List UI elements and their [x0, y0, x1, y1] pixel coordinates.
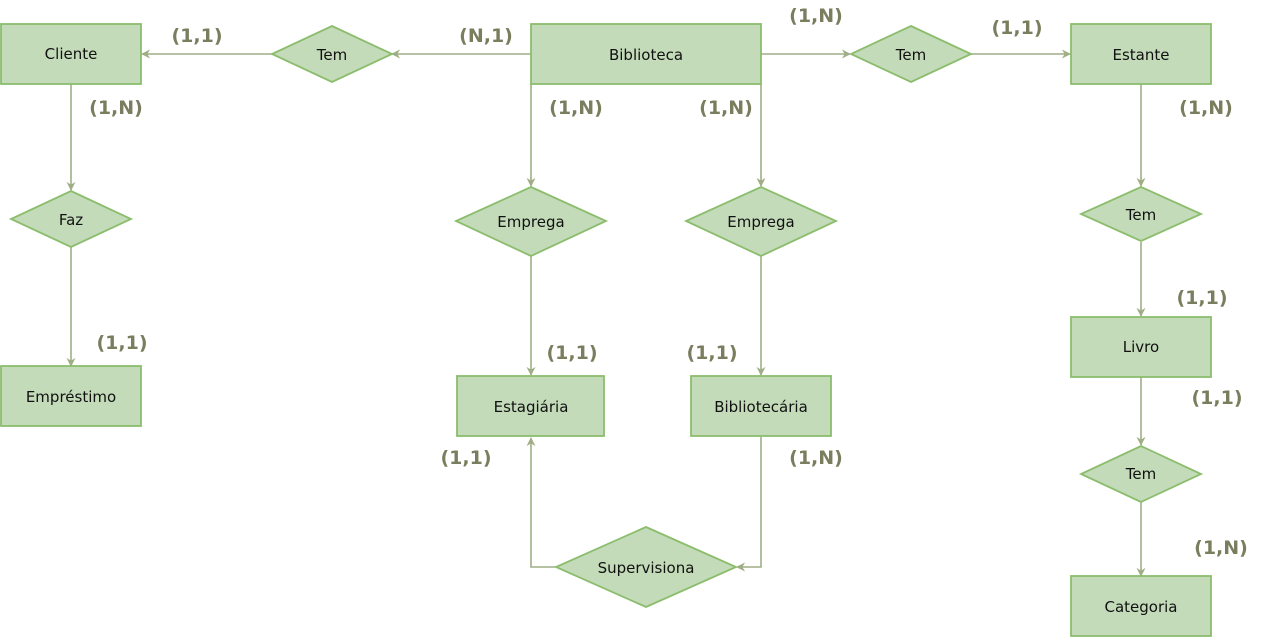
relationship-emprega-estagiaria[interactable] [453, 186, 609, 257]
relationship-labels: Tem Tem Faz Emprega Emprega Tem Tem Supe… [59, 46, 1156, 577]
entity-cliente-label: Cliente [45, 45, 98, 63]
relationship-supervisiona[interactable] [553, 526, 739, 608]
relationship-tem-livro-label: Tem [1125, 206, 1156, 224]
entity-bibliotecaria[interactable] [690, 375, 832, 437]
entity-estagiaria-label: Estagiária [494, 398, 569, 416]
cardinality-biblioteca-tem-estante: (1,N) [789, 5, 843, 27]
relationship-tem-categoria-label: Tem [1125, 465, 1156, 483]
relationship-tem-cliente-label: Tem [316, 46, 347, 64]
edges [66, 49, 1146, 577]
entity-livro[interactable] [1070, 316, 1212, 378]
relationship-tem-livro[interactable] [1078, 186, 1204, 242]
cardinality-tem-categoria: (1,N) [1194, 537, 1248, 559]
cardinality-supervisiona-bibliotecaria: (1,N) [789, 447, 843, 469]
cardinality-emprega-bibliotecaria: (1,1) [686, 342, 737, 364]
cardinality-livro-tem: (1,1) [1191, 387, 1242, 409]
entity-emprestimo[interactable] [0, 365, 142, 427]
relationship-tem-estante[interactable] [848, 25, 974, 83]
cardinality-tem-livro: (1,1) [1176, 287, 1227, 309]
entity-estante[interactable] [1070, 23, 1212, 85]
cardinality-supervisiona-estagiaria: (1,1) [440, 447, 491, 469]
entity-estagiaria[interactable] [456, 375, 605, 437]
relationship-faz[interactable] [8, 190, 134, 248]
entity-emprestimo-label: Empréstimo [26, 388, 116, 406]
relationship-tem-categoria[interactable] [1078, 445, 1204, 503]
relationship-tem-estante-label: Tem [895, 46, 926, 64]
relationship-supervisiona-label: Supervisiona [598, 559, 695, 577]
entity-biblioteca[interactable] [530, 23, 762, 85]
entity-categoria[interactable] [1070, 575, 1212, 637]
relationship-faz-label: Faz [59, 211, 83, 229]
cardinality-biblioteca-emprega-estagiaria: (1,N) [549, 97, 603, 119]
entity-labels: Cliente Biblioteca Estante Empréstimo Es… [26, 45, 1178, 616]
entity-bibliotecaria-label: Bibliotecária [714, 398, 808, 416]
relationship-tem-cliente[interactable] [269, 25, 395, 83]
cardinality-faz-emprestimo: (1,1) [96, 332, 147, 354]
cardinality-biblioteca-emprega-bibliotecaria: (1,N) [699, 97, 753, 119]
entities [0, 23, 1212, 637]
relationship-emprega-bibliotecaria-label: Emprega [727, 213, 794, 231]
relationship-emprega-bibliotecaria[interactable] [683, 186, 839, 257]
relationship-emprega-estagiaria-label: Emprega [497, 213, 564, 231]
entity-biblioteca-label: Biblioteca [609, 46, 683, 64]
entity-livro-label: Livro [1123, 338, 1159, 356]
cardinality-labels: (1,1) (N,1) (1,N) (1,1) (1,N) (1,1) (1,N… [89, 5, 1248, 559]
cardinality-biblioteca-tem-cliente: (N,1) [459, 25, 513, 47]
entity-cliente[interactable] [0, 23, 142, 85]
edge-supervisiona-to-estagiaria [526, 437, 556, 568]
cardinality-emprega-estagiaria: (1,1) [546, 342, 597, 364]
cardinality-tem-estante: (1,1) [991, 17, 1042, 39]
entity-estante-label: Estante [1113, 46, 1170, 64]
cardinality-cliente-faz: (1,N) [89, 97, 143, 119]
entity-categoria-label: Categoria [1104, 598, 1177, 616]
relationships [8, 25, 1204, 608]
cardinality-estante-tem: (1,N) [1179, 97, 1233, 119]
edge-bibliotecaria-to-supervisiona [736, 437, 762, 572]
cardinality-cliente-tem: (1,1) [171, 25, 222, 47]
